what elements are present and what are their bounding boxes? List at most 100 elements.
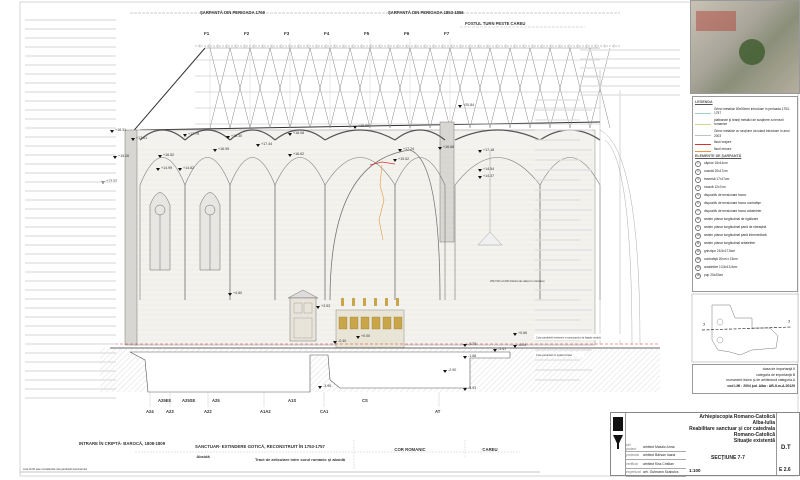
level-value: +14.54: [483, 167, 494, 171]
element-number-icon: 4: [695, 184, 701, 191]
crossing-structure: [599, 70, 641, 346]
element-number-icon: 15: [695, 272, 701, 279]
legend-item: fisuri minore: [695, 147, 795, 153]
element-number-icon: 9: [695, 224, 701, 231]
axis-f1: F1: [204, 31, 210, 36]
element-label: sistem planar longitudinal de rigidizare: [704, 217, 759, 222]
element-label: sistem planar longitudinal pană intermed…: [704, 233, 767, 238]
minor-crack: [378, 164, 385, 241]
level-value: -2.90: [448, 368, 456, 372]
sheet-frame: [19, 1, 799, 477]
logo: [611, 413, 626, 475]
level-marker-icon: [213, 149, 217, 152]
level-marker-icon: [183, 134, 187, 137]
arch: [329, 149, 441, 301]
element-label: dispozitiv de tensionare baroc arbaletri…: [704, 209, 762, 214]
level-marker-icon: [113, 156, 117, 159]
level-value: +15.30: [231, 134, 242, 138]
element-number-icon: 10: [695, 232, 701, 239]
level-value: +3.53: [321, 304, 330, 308]
floor-level-note: Cota pardoselii existente a sanctuarului…: [536, 336, 601, 340]
element-number-icon: 8: [695, 216, 701, 223]
stall-panel: [382, 316, 392, 330]
level-marker-icon: [513, 333, 517, 336]
footnote: cota ±0.00 este considerată cota pardose…: [23, 467, 87, 471]
level-value: +0.00: [361, 334, 370, 338]
role: şef proiect: [626, 442, 637, 451]
vault-rib: [394, 129, 446, 141]
stall-panel: [393, 316, 403, 330]
vault-rib: [184, 129, 231, 141]
level-marker-icon: [493, 349, 497, 352]
stall-finial: [363, 298, 366, 306]
level-value: +17.61: [136, 136, 147, 140]
person: arh. Gutmann Szabolcs: [643, 470, 679, 475]
level-marker-icon: [478, 150, 482, 153]
level-marker-icon: [318, 386, 322, 389]
level-marker-icon: [228, 293, 232, 296]
level-value: +16.62: [293, 152, 304, 156]
level-marker-icon: [353, 126, 357, 129]
arch: [274, 157, 326, 300]
gothic-windows: [149, 192, 221, 271]
legend-label: platbande şi tiranţi metalici de susţine…: [714, 117, 784, 127]
axis-a1a2: A1A2: [260, 409, 271, 414]
zone-labels: INTRARE ÎN CRIPTĂ- BAROCĂ, 1808-1809 SAN…: [79, 441, 498, 462]
level-markers: +18.31+17.61+17.79+15.30+17.44+18.08+19.…: [101, 103, 527, 391]
role: proiectat: [626, 453, 640, 458]
monument-category: monument istoric şi de arhitectură categ…: [726, 378, 795, 382]
person: arhitect Kiss Cristian: [643, 461, 674, 466]
reference-level-note: 250,720=+0,000 (Nivelul de raliere în or…: [490, 279, 545, 283]
level-value: +4.80: [233, 291, 242, 295]
level-marker-icon: [356, 336, 360, 339]
axis-cs: CS: [362, 398, 368, 403]
elements-title: ELEMENTE DE ŞARPANTĂ: [695, 154, 742, 159]
drawing-name: Situaţie existentă: [733, 438, 775, 444]
former-tower-label: FOSTUL TURN PESTE CAREU: [465, 21, 525, 26]
element-number-icon: 1: [695, 160, 701, 167]
legend-label: fisuri minore: [714, 147, 732, 152]
crypt-level-note: Cota pardoselii în spațiul criptei: [536, 353, 572, 357]
level-value: -1.47: [498, 347, 506, 351]
level-marker-icon: [333, 341, 337, 344]
arch: [454, 157, 541, 300]
axis-ca1: CA1: [320, 409, 329, 414]
zone-crypt: INTRARE ÎN CRIPTĂ- BAROCĂ, 1808-1809: [79, 441, 166, 446]
project-name: Reabilitare sanctuar şi cor catedrala Ro…: [689, 426, 775, 438]
level-marker-icon: [458, 105, 462, 108]
vault-rib: [229, 129, 276, 141]
axis-a24: A24: [146, 409, 154, 414]
level-marker-icon: [443, 370, 447, 373]
vault-rib: [454, 129, 541, 141]
level-marker-icon: [156, 168, 160, 171]
element-number-icon: 3: [695, 176, 701, 183]
element-label: coardă 20x17cm: [704, 169, 728, 174]
legend-swatch: [695, 109, 711, 114]
element-number-icon: 2: [695, 168, 701, 175]
category-importance: categoria de importanţă B: [756, 372, 795, 377]
element-number-icon: 11: [695, 240, 701, 247]
level-value: +14.37: [483, 174, 494, 178]
stall-panel: [371, 316, 381, 330]
side-annotations: [25, 19, 680, 399]
photo-roof: [696, 11, 736, 31]
axis-a25: A25: [212, 398, 220, 403]
level-value: +17.18: [483, 148, 494, 152]
axis-f2: F2: [244, 31, 250, 36]
element-label: căprior 16x14cm: [704, 161, 728, 166]
level-value: -0.76: [468, 342, 476, 346]
level-value: +15.52: [398, 157, 409, 161]
client-name: Arhiepiscopia Romano-Catolică Alba-Iulia: [699, 414, 775, 426]
level-value: -0.40: [338, 339, 346, 343]
stall-panel: [360, 316, 370, 330]
level-marker-icon: [226, 136, 230, 139]
